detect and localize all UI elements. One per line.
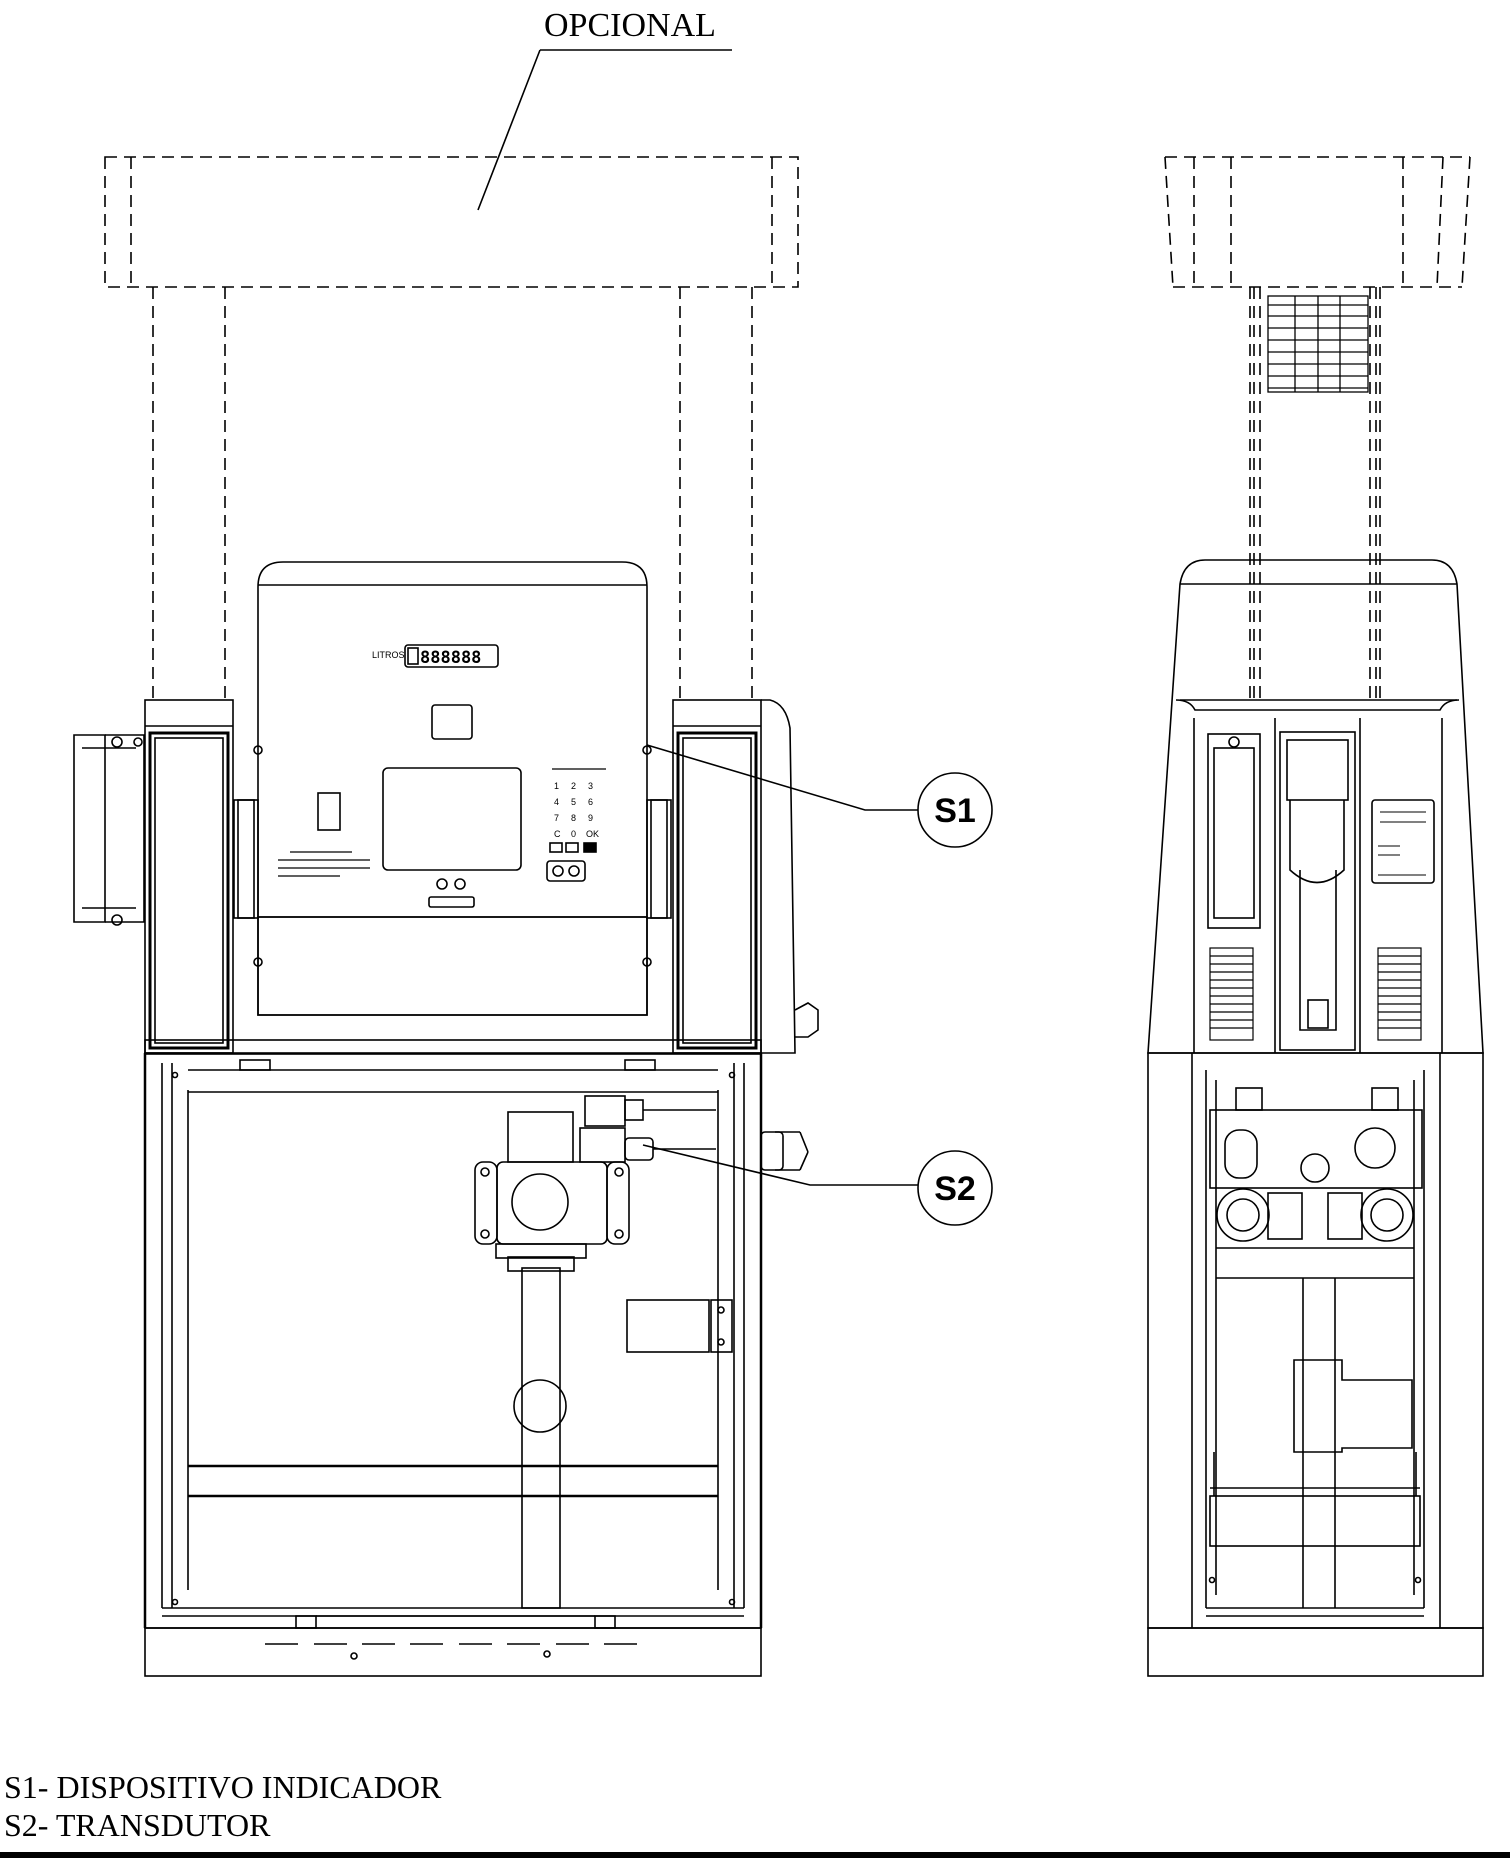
nozzle-buttons (428, 878, 475, 908)
side-canopy-optional (1164, 156, 1471, 700)
key-1: 1 (554, 781, 559, 791)
side-hose-comb (1267, 295, 1369, 393)
panel-text-lines (278, 851, 370, 877)
legend-item-s1: S1- DISPOSITIVO INDICADOR (4, 1769, 442, 1805)
keypad: 1 2 3 4 5 6 7 8 9 C 0 OK (546, 768, 606, 882)
key-3: 3 (588, 781, 593, 791)
key-4: 4 (554, 797, 559, 807)
front-canopy-optional (104, 156, 799, 700)
right-vent (646, 799, 672, 919)
price-display: LITROS 888888 (372, 644, 499, 668)
data-plate (1371, 799, 1435, 884)
lcd-screen (382, 767, 522, 871)
callout-s2: S2 (642, 1144, 993, 1226)
key-7: 7 (554, 813, 559, 823)
callout-s1: S1 (646, 744, 993, 848)
key-c: C (554, 829, 561, 839)
front-meter-assembly (474, 1095, 809, 1609)
key-0: 0 (571, 829, 576, 839)
display-digits: 888888 (420, 648, 481, 668)
card-window (431, 704, 473, 740)
card-slot (317, 792, 341, 831)
display-unit-label: LITROS (372, 650, 405, 660)
front-hydraulic-frame (143, 1052, 763, 1677)
key-8: 8 (571, 813, 576, 823)
legend-item-s2: S2- TRANSDUTOR (4, 1807, 271, 1843)
bottom-border-rule (0, 1852, 1510, 1858)
legend: S1- DISPOSITIVO INDICADOR S2- TRANSDUTOR (4, 1768, 441, 1844)
key-6: 6 (588, 797, 593, 807)
optional-leader (477, 49, 541, 211)
key-9: 9 (588, 813, 593, 823)
callout-s1-label: S1 (934, 792, 976, 830)
side-head (1147, 559, 1484, 1054)
front-right-holster (672, 699, 819, 1054)
callout-s2-label: S2 (934, 1170, 976, 1208)
key-ok: OK (586, 829, 599, 839)
key-2: 2 (571, 781, 576, 791)
key-5: 5 (571, 797, 576, 807)
head-base-strip (144, 1039, 762, 1055)
front-left-holster (73, 699, 234, 1054)
front-head: LITROS 888888 1 2 3 (233, 561, 672, 1016)
optional-label: OPCIONAL (544, 7, 716, 44)
side-hydraulic-frame (1147, 1052, 1484, 1677)
left-vent (233, 799, 259, 919)
